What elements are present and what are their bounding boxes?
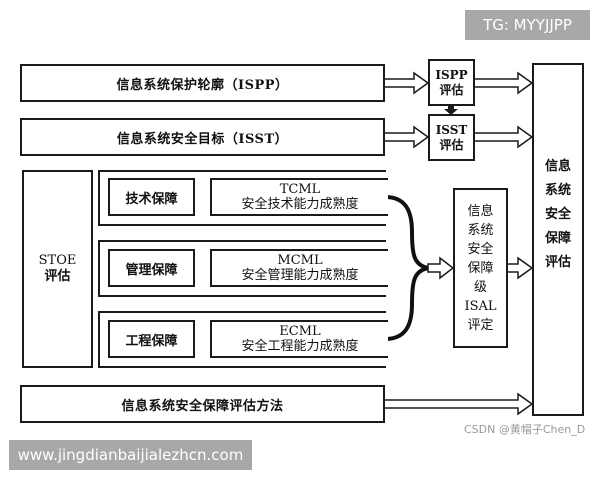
maturity-model-box: TCML 安全技术能力成熟度 [210, 178, 388, 216]
maturity-model-desc: 安全管理能力成熟度 [241, 268, 359, 283]
watermark-bottom-left-text: www.jingdianbaijialezhcn.com [17, 446, 244, 464]
assurance-category-box: 技术保障 [108, 178, 195, 216]
method-input-box: 信息系统安全保障评估方法 [20, 385, 385, 423]
method-input-label: 信息系统安全保障评估方法 [121, 398, 284, 414]
isst-input-label: 信息系统安全目标（ISST） [116, 131, 289, 147]
assurance-row: 管理保障 MCML 安全管理能力成熟度 [98, 240, 388, 297]
assurance-category-label: 工程保障 [125, 333, 178, 349]
stoe-eval-box: STOE 评估 [22, 170, 93, 368]
isal-line: 信息 [467, 203, 494, 219]
maturity-model-code: TCML [279, 182, 321, 197]
credit-label: CSDN @黄帽子Chen_D [464, 423, 586, 436]
assurance-category-label: 管理保障 [125, 262, 178, 278]
watermark-bottom-left: www.jingdianbaijialezhcn.com [9, 440, 252, 470]
final-line: 评估 [544, 255, 571, 270]
isal-line: 安全 [467, 241, 494, 257]
isal-line: 评定 [467, 317, 494, 333]
final-line: 安全 [544, 207, 571, 222]
isal-line: 系统 [467, 222, 494, 238]
assurance-row: 技术保障 TCML 安全技术能力成熟度 [98, 170, 388, 226]
final-line: 信息 [544, 159, 571, 174]
stoe-code: STOE [38, 253, 77, 268]
arrow-isst-to-eval [383, 126, 429, 148]
assurance-row: 工程保障 ECML 安全工程能力成熟度 [98, 311, 388, 368]
assurance-category-label: 技术保障 [125, 191, 178, 207]
assurance-category-box: 工程保障 [108, 320, 195, 358]
maturity-model-code: MCML [277, 253, 323, 268]
arrow-ispp-to-eval [383, 72, 429, 94]
credit-text: CSDN @黄帽子Chen_D [464, 421, 585, 437]
isal-line: 保障 [467, 260, 494, 276]
watermark-top-right-text: TG: MYYJJPP [483, 16, 572, 34]
maturity-model-code: ECML [279, 324, 321, 339]
assurance-category-box: 管理保障 [108, 249, 195, 287]
maturity-model-desc: 安全技术能力成熟度 [241, 197, 359, 212]
ispp-eval-box: ISPP 评估 [428, 59, 475, 106]
final-line: 保障 [544, 231, 571, 246]
maturity-model-desc: 安全工程能力成熟度 [241, 339, 359, 354]
stoe-text: 评估 [44, 269, 71, 284]
isal-line: 级 [473, 279, 487, 295]
ispp-eval-code: ISPP [435, 67, 468, 82]
ispp-input-label: 信息系统保护轮廓（ISPP） [116, 77, 289, 93]
ispp-input-box: 信息系统保护轮廓（ISPP） [20, 64, 385, 102]
isal-line: ISAL [464, 298, 497, 314]
isst-eval-text: 评估 [439, 137, 464, 152]
watermark-top-right: TG: MYYJJPP [465, 10, 590, 40]
final-line: 系统 [544, 183, 571, 198]
isst-input-box: 信息系统安全目标（ISST） [20, 118, 385, 156]
final-assurance-eval-box: 信息 系统 安全 保障 评估 [532, 63, 584, 416]
ispp-eval-text: 评估 [439, 82, 464, 97]
maturity-model-box: MCML 安全管理能力成熟度 [210, 249, 388, 287]
maturity-model-box: ECML 安全工程能力成熟度 [210, 320, 388, 358]
isal-rating-box: 信息 系统 安全 保障 级 ISAL 评定 [453, 188, 508, 348]
isst-eval-box: ISST 评估 [428, 114, 475, 161]
isst-eval-code: ISST [435, 122, 468, 137]
